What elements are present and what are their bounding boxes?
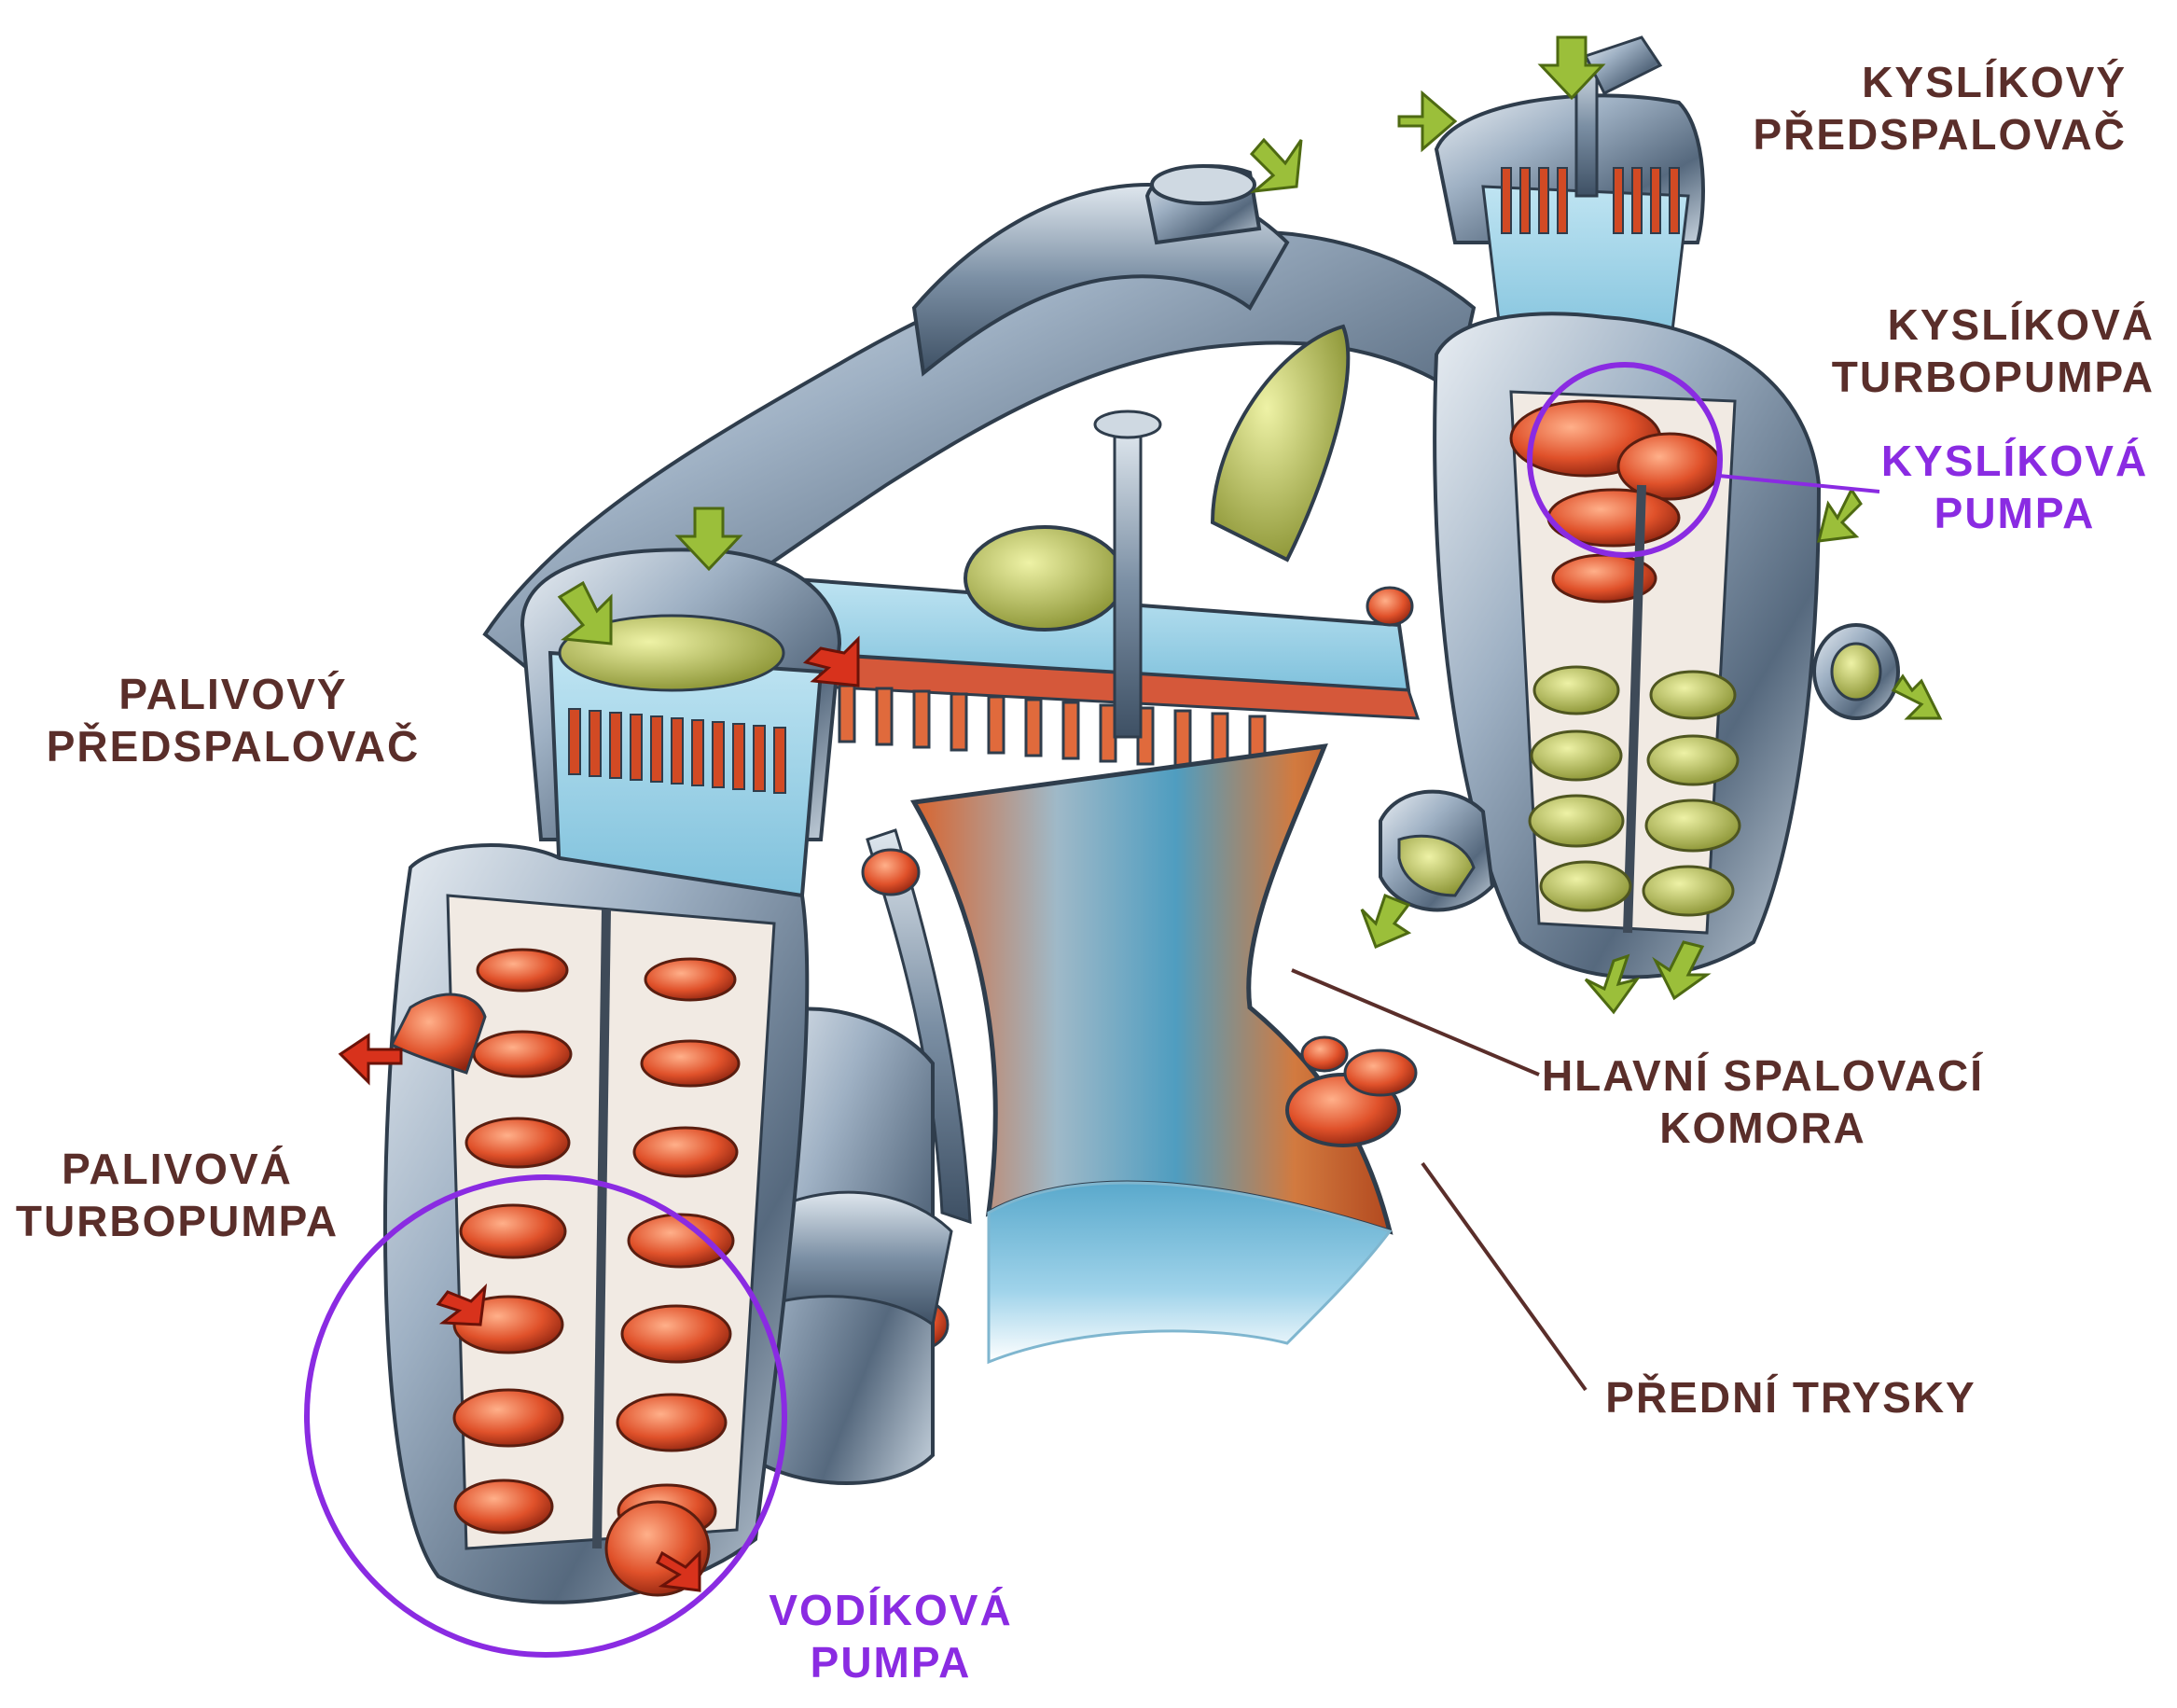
- front-nozzles-leader-line: [1421, 1161, 1588, 1392]
- front-nozzles-label-line1: PŘEDNÍ TRYSKY: [1605, 1373, 1976, 1422]
- main-chamber-label: HLAVNÍ SPALOVACÍ KOMORA: [1530, 1049, 1996, 1154]
- green-inlet-arrow-icon: [557, 35, 1943, 1015]
- oxidizer-preburner-label-line1: KYSLÍKOVÝ: [1862, 58, 2127, 106]
- oxidizer-turbopump-label: KYSLÍKOVÁ TURBOPUMPA: [1819, 299, 2155, 403]
- oxidizer-preburner-label: KYSLÍKOVÝ PŘEDSPALOVAČ: [1726, 56, 2127, 160]
- oxidizer-preburner-label-line2: PŘEDSPALOVAČ: [1753, 110, 2127, 159]
- oxidizer-pump-label-line2: PUMPA: [1934, 489, 2096, 537]
- oxidizer-pump-label-line1: KYSLÍKOVÁ: [1880, 437, 2149, 485]
- fuel-turbopump-label-line2: TURBOPUMPA: [15, 1197, 340, 1245]
- oxidizer-pump-leader-line: [1718, 474, 1880, 493]
- fuel-turbopump-assembly: [383, 548, 842, 1604]
- oxidizer-turbopump-assembly: [1379, 35, 1900, 979]
- fuel-preburner-label-line1: PALIVOVÝ: [118, 670, 348, 718]
- front-nozzles-label: PŘEDNÍ TRYSKY: [1576, 1371, 2005, 1423]
- fuel-preburner-label: PALIVOVÝ PŘEDSPALOVAČ: [19, 668, 448, 772]
- main-chamber-label-line2: KOMORA: [1659, 1104, 1866, 1152]
- oxidizer-turbopump-label-line2: TURBOPUMPA: [1831, 353, 2155, 401]
- fuel-turbopump-label-line1: PALIVOVÁ: [62, 1145, 293, 1193]
- hydrogen-pump-highlight-circle: [304, 1174, 787, 1658]
- hydrogen-pump-label-line1: VODÍKOVÁ: [769, 1586, 1013, 1634]
- fuel-preburner-label-line2: PŘEDSPALOVAČ: [46, 722, 421, 771]
- red-hot-gas-arrow-icon: [338, 635, 860, 1592]
- hydrogen-pump-label: VODÍKOVÁ PUMPA: [746, 1584, 1035, 1688]
- main-combustion-chamber: [824, 586, 1418, 1451]
- hydrogen-pump-label-line2: PUMPA: [810, 1638, 972, 1687]
- oxidizer-pump-label: KYSLÍKOVÁ PUMPA: [1875, 435, 2155, 539]
- oxidizer-turbopump-label-line1: KYSLÍKOVÁ: [1887, 300, 2155, 349]
- main-chamber-leader-line: [1291, 968, 1540, 1076]
- oxidizer-pump-highlight-circle: [1527, 362, 1723, 558]
- main-chamber-label-line1: HLAVNÍ SPALOVACÍ: [1541, 1051, 1985, 1100]
- fuel-turbopump-label: PALIVOVÁ TURBOPUMPA: [0, 1143, 354, 1247]
